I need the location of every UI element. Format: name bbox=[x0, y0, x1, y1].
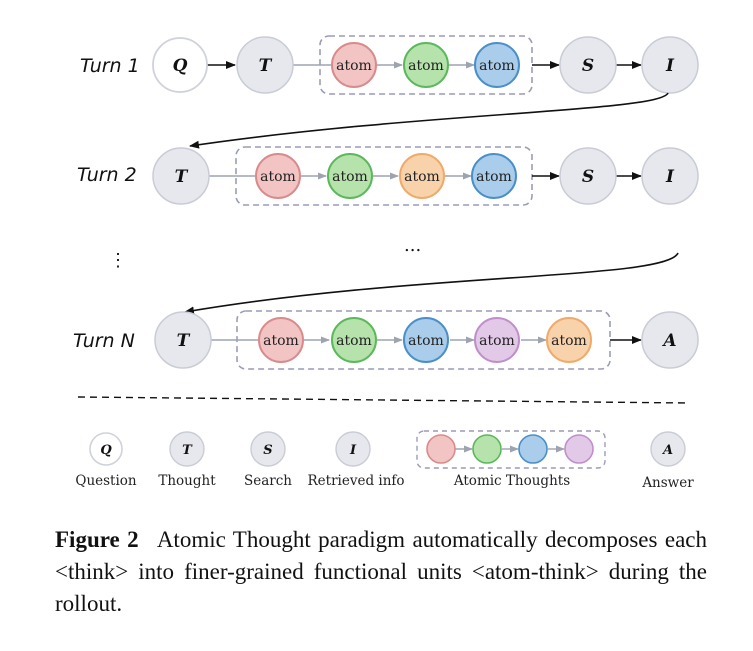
curved-arrow bbox=[184, 252, 679, 315]
search-node-letter: S bbox=[582, 56, 594, 76]
horizontal-ellipsis: ... bbox=[404, 235, 421, 256]
turn-1-row: Q T atom atom atom S I bbox=[152, 35, 699, 95]
legend-question-letter: Q bbox=[100, 443, 112, 458]
figure-number: Figure 2 bbox=[55, 527, 139, 552]
legend-question-node bbox=[89, 432, 123, 466]
atom-label: atom bbox=[263, 333, 299, 349]
separator-line bbox=[77, 396, 691, 404]
retrieved-info-node-letter: I bbox=[665, 56, 675, 76]
atom-node-red bbox=[258, 317, 304, 363]
legend-answer-label: Answer bbox=[641, 475, 694, 491]
atom-label: atom bbox=[551, 333, 587, 349]
atom-node-blue bbox=[474, 42, 520, 88]
legend-retrieved-node bbox=[335, 431, 371, 467]
atom-label: atom bbox=[260, 169, 296, 185]
legend-atom-blue bbox=[518, 434, 548, 464]
retrieved-info-node-letter: I bbox=[665, 167, 675, 187]
turn-1-label: Turn 1 bbox=[80, 55, 140, 77]
legend-search-label: Search bbox=[244, 473, 292, 489]
legend-atom-green bbox=[472, 434, 502, 464]
legend-retrieved-letter: I bbox=[349, 443, 357, 458]
atom-node-blue bbox=[403, 317, 449, 363]
retrieved-info-node bbox=[641, 147, 699, 205]
legend-atomic-label: Atomic Thoughts bbox=[453, 473, 570, 489]
atom-label: atom bbox=[476, 169, 512, 185]
thought-node bbox=[152, 147, 210, 205]
atom-node-orange bbox=[546, 317, 592, 363]
turn-2-label: Turn 2 bbox=[77, 164, 137, 186]
legend-question-label: Question bbox=[75, 473, 137, 489]
atomic-thought-diagram: Turn 1 Turn 2 Turn N ⋮ ... Q T atom atom… bbox=[73, 35, 699, 491]
turn-n-row: T atom atom atom atom atom A bbox=[154, 310, 699, 370]
atom-node-green bbox=[327, 153, 373, 199]
atom-node-orange bbox=[399, 153, 445, 199]
atom-node-red bbox=[255, 153, 301, 199]
legend-answer-letter: A bbox=[661, 443, 673, 458]
atom-node-purple bbox=[474, 317, 520, 363]
atom-label: atom bbox=[479, 58, 515, 74]
atom-node-green bbox=[403, 42, 449, 88]
caption-text: Atomic Thought paradigm automatically de… bbox=[55, 527, 707, 616]
answer-node bbox=[641, 311, 699, 369]
atom-label: atom bbox=[408, 58, 444, 74]
atom-node-green bbox=[331, 317, 377, 363]
search-node-letter: S bbox=[582, 167, 594, 187]
atom-node-blue bbox=[471, 153, 517, 199]
question-node-letter: Q bbox=[173, 56, 188, 76]
figure-caption: Figure 2 Atomic Thought paradigm automat… bbox=[55, 524, 707, 620]
search-node bbox=[559, 147, 617, 205]
atom-label: atom bbox=[336, 58, 372, 74]
legend-atom-purple bbox=[564, 434, 594, 464]
atom-label: atom bbox=[404, 169, 440, 185]
turn-n-label: Turn N bbox=[73, 330, 135, 352]
thought-node-letter: T bbox=[175, 167, 189, 187]
atom-label: atom bbox=[336, 333, 372, 349]
turn-2-row: T atom atom atom atom S I bbox=[152, 146, 699, 206]
legend: Q Question T Thought S Search I Retrieve… bbox=[75, 430, 694, 491]
vertical-ellipsis: ⋮ bbox=[109, 250, 127, 271]
legend-search-node bbox=[250, 431, 286, 467]
answer-node-letter: A bbox=[661, 331, 676, 351]
question-node bbox=[152, 37, 208, 93]
legend-thought-letter: T bbox=[182, 443, 193, 458]
thought-node bbox=[154, 311, 212, 369]
legend-thought-node bbox=[169, 431, 205, 467]
thought-node bbox=[236, 36, 294, 94]
atom-label: atom bbox=[479, 333, 515, 349]
legend-atom-red bbox=[426, 434, 456, 464]
curved-arrow bbox=[189, 92, 669, 149]
search-node bbox=[559, 36, 617, 94]
legend-atomic-box bbox=[416, 430, 606, 469]
atom-node-red bbox=[331, 42, 377, 88]
legend-answer-node bbox=[650, 431, 686, 467]
thought-node-letter: T bbox=[177, 331, 191, 351]
legend-thought-label: Thought bbox=[158, 473, 216, 489]
atom-label: atom bbox=[332, 169, 368, 185]
thought-node-letter: T bbox=[259, 56, 273, 76]
legend-retrieved-label: Retrieved info bbox=[307, 473, 404, 489]
legend-search-letter: S bbox=[263, 443, 272, 458]
retrieved-info-node bbox=[641, 36, 699, 94]
atom-label: atom bbox=[408, 333, 444, 349]
